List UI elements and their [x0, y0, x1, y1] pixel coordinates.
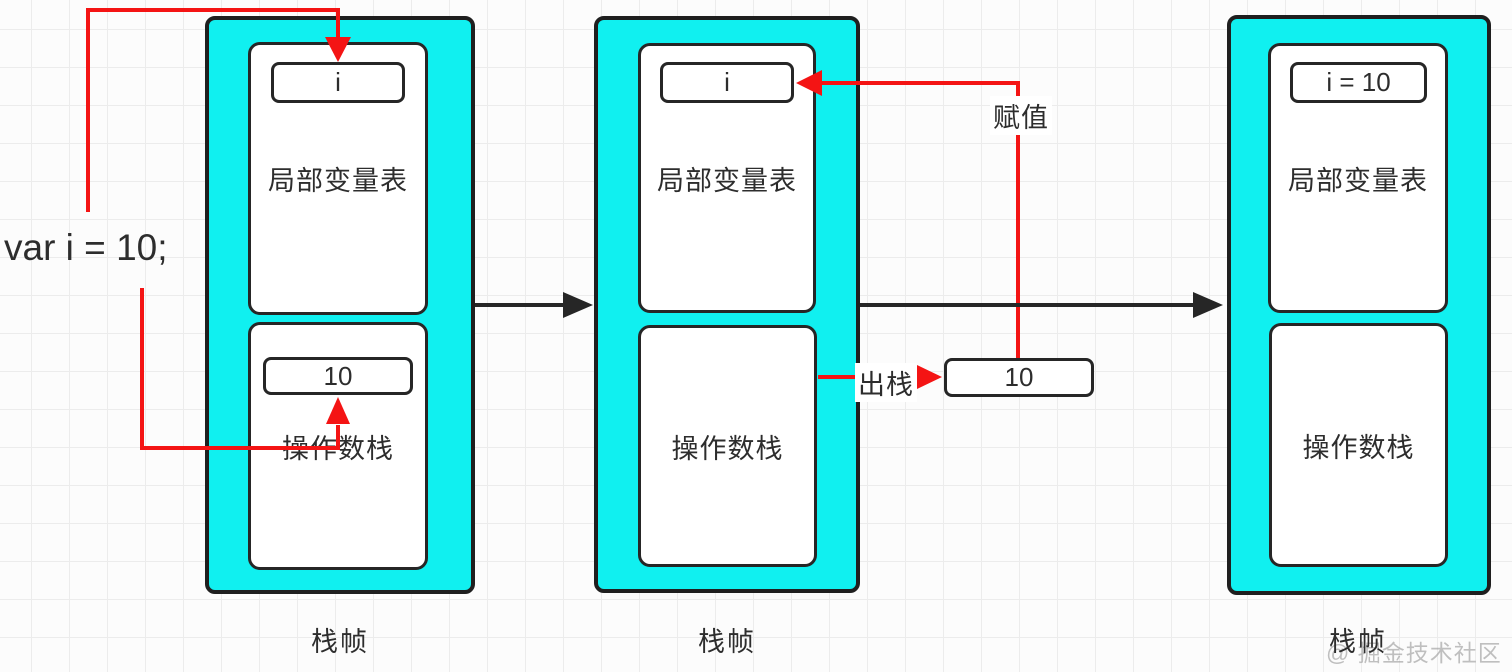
frame1-variable-slot: i [271, 62, 405, 103]
frame3-lvt-title: 局部变量表 [1288, 165, 1428, 196]
stack-frame-1: i 局部变量表 10 操作数栈 [205, 16, 475, 594]
frame1-lvt-title: 局部变量表 [268, 166, 408, 196]
watermark: @ 掘金技术社区 [1326, 640, 1502, 666]
assign-label: 赋值 [990, 96, 1052, 135]
frame2-local-variable-table: i 局部变量表 [638, 43, 816, 313]
stack-frame-2: i 局部变量表 操作数栈 [594, 16, 860, 593]
step-arrow-2 [860, 292, 1223, 318]
pop-label: 出栈 [855, 363, 917, 402]
stack-frame-3: i = 10 局部变量表 操作数栈 [1227, 15, 1491, 595]
popped-value-box: 10 [944, 358, 1094, 397]
frame3-local-variable-table: i = 10 局部变量表 [1268, 43, 1448, 313]
frame1-os-title: 操作数栈 [282, 433, 394, 464]
frame2-operand-stack: 操作数栈 [638, 325, 817, 567]
code-statement: var i = 10; [4, 227, 168, 268]
frame3-variable-slot: i = 10 [1290, 62, 1427, 103]
frame3-operand-stack: 操作数栈 [1269, 323, 1448, 567]
frame1-operand-slot: 10 [263, 357, 413, 395]
frame2-os-title: 操作数栈 [671, 433, 784, 464]
frame2-lvt-title: 局部变量表 [657, 165, 797, 196]
frame3-os-title: 操作数栈 [1302, 432, 1415, 463]
step-arrow-1 [475, 292, 593, 318]
frame3-caption: 栈帧 [1329, 627, 1387, 657]
frame1-local-variable-table: i 局部变量表 [248, 42, 428, 315]
frame1-caption: 栈帧 [311, 627, 369, 657]
frame2-caption: 栈帧 [698, 627, 756, 657]
frame2-variable-slot: i [660, 62, 794, 103]
frame1-operand-stack: 10 操作数栈 [248, 322, 428, 570]
